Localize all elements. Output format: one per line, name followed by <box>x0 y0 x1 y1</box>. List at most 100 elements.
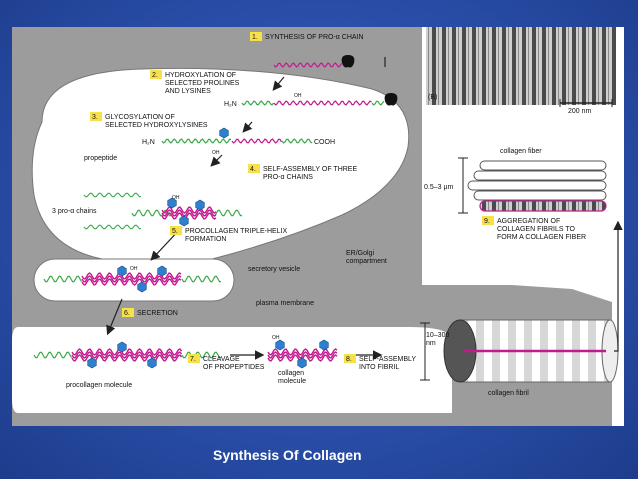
sugar-hexagon <box>117 341 127 353</box>
step-2-number-box <box>150 70 162 79</box>
three-chains-label: 3 pro-α chains <box>52 208 97 215</box>
sugar-hexagon <box>219 127 229 139</box>
step-5-number-box <box>170 226 182 235</box>
procollagen-helix <box>81 272 182 280</box>
step-8-number-box <box>344 354 356 363</box>
pro-alpha-chain-green <box>371 100 385 106</box>
pro-alpha-chain-green <box>281 138 313 144</box>
procollagen-helix <box>71 348 183 356</box>
micrograph-label: (B) <box>428 94 437 101</box>
h2n-label: H₂N <box>142 139 155 146</box>
triple-helix <box>161 209 217 217</box>
propeptide-chain <box>83 224 141 230</box>
collagen-fibril-label: collagen fibril <box>488 390 529 397</box>
propeptide-label: propeptide <box>84 155 117 162</box>
pro-alpha-chain-green <box>161 138 231 144</box>
sugar-hexagon <box>87 357 97 369</box>
step-5-number: 5. <box>172 228 178 235</box>
oh-label: OH <box>212 150 220 156</box>
sugar-hexagon <box>157 265 167 277</box>
oh-label: OH <box>272 335 280 341</box>
triple-helix <box>161 212 217 220</box>
step-1-number: 1. <box>252 34 258 41</box>
sugar-hexagon <box>195 199 205 211</box>
sugar-hexagon <box>319 339 329 351</box>
propeptide-chain <box>131 209 171 217</box>
step-6-number: 6. <box>124 310 130 317</box>
procollagen-helix <box>71 351 183 359</box>
procollagen-helix <box>71 354 183 362</box>
step-8-number: 8. <box>346 356 352 363</box>
propeptide-chain <box>83 192 141 198</box>
propeptide-chain <box>43 275 83 283</box>
sugar-hexagon <box>297 357 307 369</box>
h2n-label: H₂N <box>224 101 237 108</box>
collagen-fiber-drawing <box>467 160 607 212</box>
propeptide-chain <box>181 351 221 359</box>
text-labels: 1. SYNTHESIS OF PRO-α CHAIN 2. HYDROXYLATIO… <box>52 32 592 397</box>
propeptide-chain <box>33 351 73 359</box>
pro-alpha-chain <box>273 62 343 68</box>
scale-bar <box>559 99 613 107</box>
step-7-number-box <box>188 354 200 363</box>
secretory-vesicle-label: secretory vesicle <box>248 266 300 273</box>
sugar-hexagon <box>275 339 285 351</box>
secretory-vesicle <box>33 258 235 302</box>
triple-helix <box>161 206 217 214</box>
propeptide-chain <box>211 209 242 217</box>
step-1-label: SYNTHESIS OF PRO-α CHAIN <box>265 34 364 41</box>
step-2-number: 2. <box>152 72 158 79</box>
scale-bar-label: 200 nm <box>568 108 592 115</box>
fibril-size-bracket <box>420 322 430 381</box>
step-4-number: 4. <box>250 166 256 173</box>
sugar-hexagon <box>167 197 177 209</box>
fibril-to-fiber-arrow <box>613 220 623 352</box>
propeptide-chain <box>181 275 221 283</box>
procollagen-helix <box>81 278 182 286</box>
oh-label: OH <box>172 195 180 201</box>
pro-alpha-chain <box>273 100 372 106</box>
oh-label: OH <box>294 93 302 99</box>
procollagen-helix <box>81 275 182 283</box>
procollagen-molecule-label: procollagen molecule <box>66 382 132 389</box>
micrograph <box>426 27 616 105</box>
ribosome-icon <box>384 93 398 106</box>
step-7-number: 7. <box>190 356 196 363</box>
sugar-hexagon <box>117 265 127 277</box>
oh-label: OH <box>130 266 138 272</box>
sugar-hexagon <box>179 215 189 227</box>
step-9-number: 9. <box>484 218 490 225</box>
step-3-number: 3. <box>92 114 98 121</box>
pro-alpha-chain-green <box>241 100 274 106</box>
plasma-membrane-label: plasma membrane <box>256 300 314 307</box>
cooh-label: COOH <box>314 139 335 146</box>
sugar-hexagon <box>137 281 147 293</box>
collagen-fiber-label: collagen fiber <box>500 148 542 155</box>
step-4-number-box <box>248 164 260 173</box>
collagen-synthesis-figure: 1. SYNTHESIS OF PRO-α CHAIN 2. HYDROXYLATIO… <box>12 27 624 426</box>
slide-caption: Synthesis Of Collagen <box>213 447 362 463</box>
sugar-hexagon <box>147 357 157 369</box>
step-6-label: SECRETION <box>137 310 178 317</box>
diagram-canvas: 1. SYNTHESIS OF PRO-α CHAIN 2. HYDROXYLATIO… <box>12 27 624 426</box>
step-9-number-box <box>482 216 494 225</box>
step-6-number-box <box>122 308 134 317</box>
collagen-fibril-drawing <box>443 319 619 383</box>
fiber-size-label: 0.5–3 µm <box>424 184 453 191</box>
ribosome-icon <box>341 55 355 68</box>
step-1-number-box <box>250 32 262 41</box>
pro-alpha-chain <box>231 138 283 144</box>
collagen-molecule-helix <box>267 351 338 359</box>
fiber-size-bracket <box>458 157 468 214</box>
